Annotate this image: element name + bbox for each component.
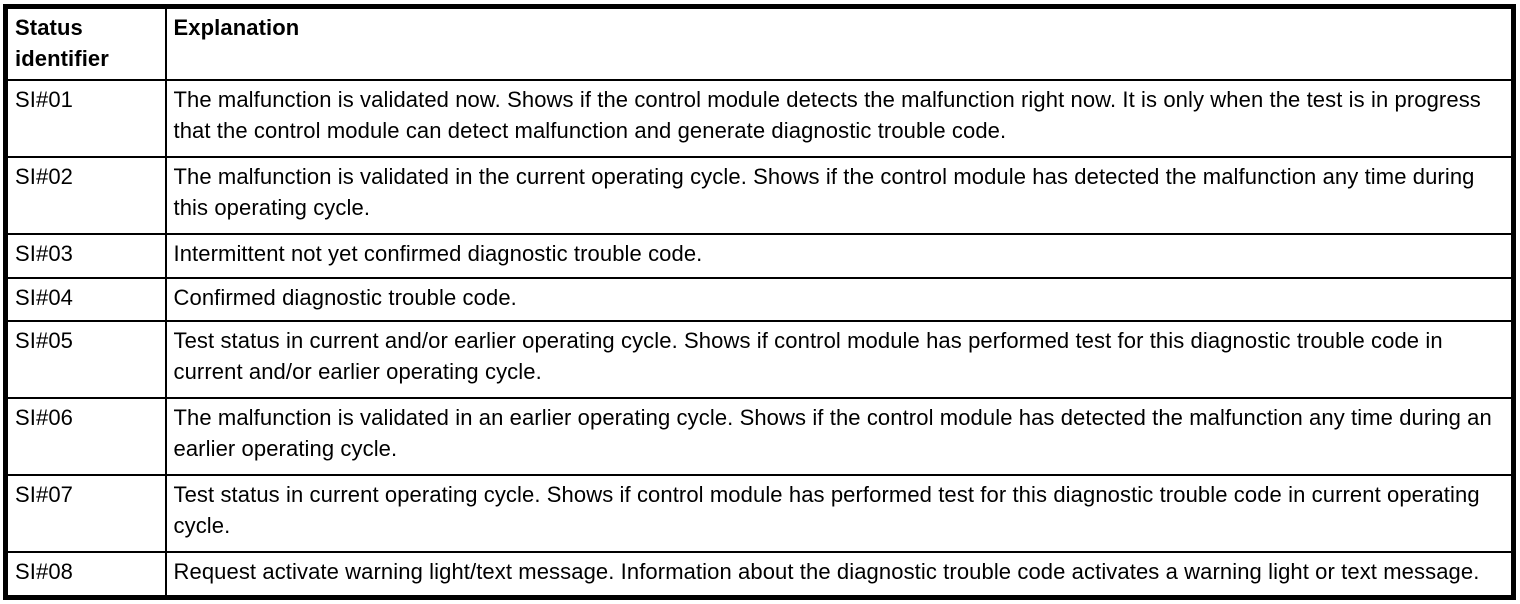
- status-identifier-cell: SI#05: [4, 320, 167, 400]
- status-identifier-cell: SI#03: [4, 232, 167, 279]
- status-identifier-cell: SI#02: [4, 155, 167, 235]
- explanation-column-header: Explanation: [164, 5, 1515, 81]
- explanation-cell: Test status in current operating cycle. …: [164, 474, 1515, 554]
- table-row: SI#06 The malfunction is validated in an…: [4, 397, 1515, 477]
- explanation-cell: Request activate warning light/text mess…: [164, 551, 1515, 599]
- status-identifier-cell: SI#06: [4, 397, 167, 477]
- status-identifier-cell: SI#01: [4, 79, 167, 158]
- explanation-cell: The malfunction is validated in the curr…: [164, 155, 1515, 235]
- table-row: SI#04 Confirmed diagnostic trouble code.: [4, 276, 1515, 323]
- explanation-cell: Test status in current and/or earlier op…: [164, 320, 1515, 400]
- table-row: SI#01 The malfunction is validated now. …: [4, 79, 1515, 158]
- status-identifier-cell: SI#07: [4, 474, 167, 554]
- status-identifier-column-header: Status identifier: [4, 5, 167, 81]
- explanation-cell: The malfunction is validated now. Shows …: [164, 79, 1515, 158]
- header-row: Status identifier Explanation: [4, 5, 1515, 81]
- table-row: SI#05 Test status in current and/or earl…: [4, 320, 1515, 400]
- explanation-cell: Intermittent not yet confirmed diagnosti…: [164, 232, 1515, 279]
- table-row: SI#08 Request activate warning light/tex…: [4, 551, 1515, 599]
- status-identifier-cell: SI#08: [4, 551, 167, 599]
- status-identifier-cell: SI#04: [4, 276, 167, 323]
- explanation-cell: The malfunction is validated in an earli…: [164, 397, 1515, 477]
- table-row: SI#07 Test status in current operating c…: [4, 474, 1515, 554]
- status-identifier-table: Status identifier Explanation SI#01 The …: [3, 4, 1516, 600]
- table-row: SI#02 The malfunction is validated in th…: [4, 155, 1515, 235]
- explanation-cell: Confirmed diagnostic trouble code.: [164, 276, 1515, 323]
- table-row: SI#03 Intermittent not yet confirmed dia…: [4, 232, 1515, 279]
